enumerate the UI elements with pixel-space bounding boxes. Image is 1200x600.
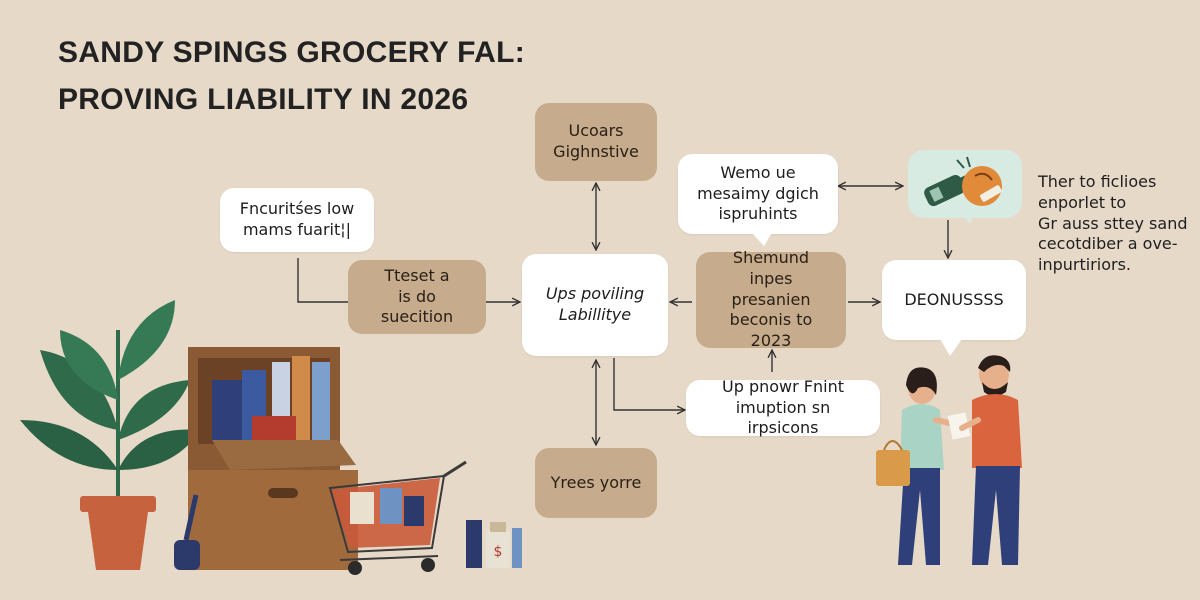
- node-lower-right-label: Up pnowr Fnint imuption sn irpsicons: [722, 376, 844, 438]
- node-mid-label: Shemund inpes presanien beconis to 2023: [729, 248, 813, 351]
- page-title: SANDY SPINGS GROCERY FAL: PROVING LIABIL…: [58, 30, 525, 123]
- node-mid: Shemund inpes presanien beconis to 2023: [696, 248, 846, 350]
- side-note: Ther to ficlioes enporlet to Gr auss stt…: [1038, 172, 1188, 275]
- node-lower-right: Up pnowr Fnint imuption sn irpsicons: [686, 376, 880, 438]
- callout-left: Fncuritśes low mams fuarit¦|: [220, 188, 374, 252]
- title-line-1: SANDY SPINGS GROCERY FAL:: [58, 36, 526, 69]
- node-top: Ucoars Gighnstive: [535, 103, 657, 181]
- callout-upper-mid: Wemo ue mesaimy dgich ispruhints: [678, 154, 838, 234]
- callout-upper-mid-label: Wemo ue mesaimy dgich ispruhints: [697, 162, 819, 224]
- node-center: Ups poviling Labillitye: [522, 254, 668, 356]
- callout-left-label: Fncuritśes low mams fuarit¦|: [239, 199, 355, 239]
- title-line-2: PROVING LIABILITY IN 2026: [58, 82, 469, 116]
- node-bottom-label: Yrees yorre: [550, 472, 642, 492]
- callout-right-label: DEONUSSSS: [904, 289, 1004, 309]
- node-left-label: Tteset a is do suecition: [380, 265, 454, 327]
- node-center-label: Ups poviling Labillitye: [545, 284, 645, 324]
- node-left: Tteset a is do suecition: [348, 260, 486, 334]
- node-top-label: Ucoars Gighnstive: [553, 121, 639, 161]
- node-bottom: Yrees yorre: [535, 448, 657, 518]
- callout-right: DEONUSSSS: [882, 260, 1026, 340]
